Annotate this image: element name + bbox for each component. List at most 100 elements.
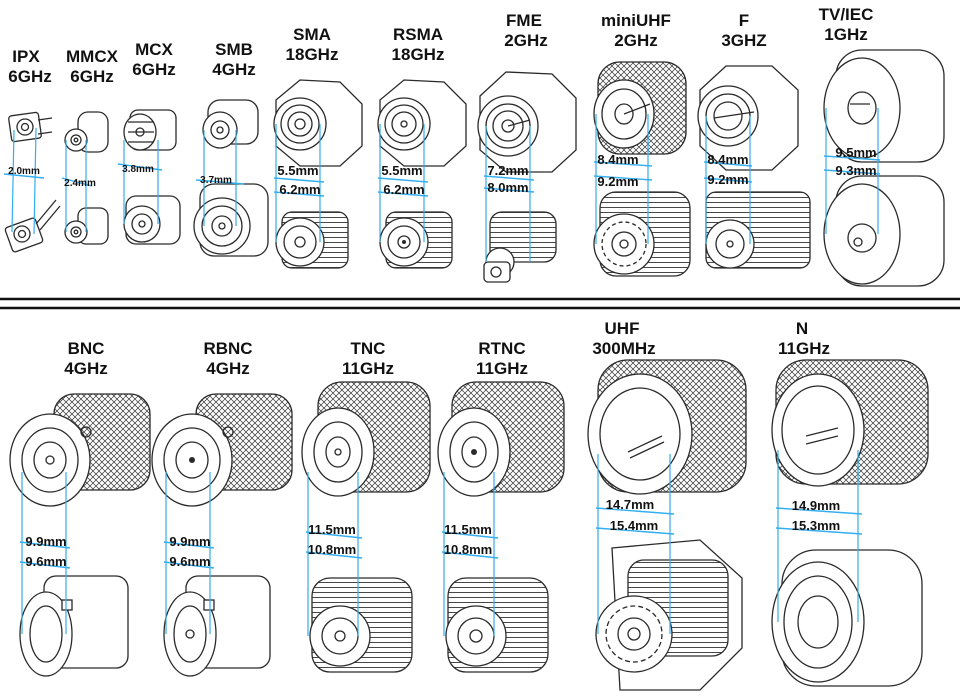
fme-dim-1: 7.2mm [487,163,528,178]
rbnc-jack-drawing [163,575,271,677]
svg-text:2GHz: 2GHz [614,31,657,50]
sma-name: SMA [293,25,331,44]
sma-dim-2: 6.2mm [279,182,320,197]
mcx-name: MCX [135,40,173,59]
connector-bnc: BNC 4GHz 9.9mm 9.6mm [9,339,151,677]
fme-jack-drawing [483,211,557,283]
tnc-freq: 11GHz [342,359,394,378]
svg-text:RTNC: RTNC [478,339,525,358]
fme-dim-2: 8.0mm [487,180,528,195]
svg-text:TV/IEC: TV/IEC [819,5,874,24]
svg-text:300MHz: 300MHz [592,339,655,358]
mcx-jack-drawing [123,195,181,245]
tnc-name: TNC [351,339,386,358]
svg-text:IPX: IPX [12,47,40,66]
svg-text:9.2mm: 9.2mm [707,172,748,187]
connector-fme: FME 2GHz 7.2mm 8.0mm [477,11,577,283]
rsma-freq: 18GHz [392,45,445,64]
svg-text:SMA: SMA [293,25,331,44]
connector-tv-iec: TV/IEC 1GHz 9.5mm 9.3mm [819,5,945,287]
connector-uhf: UHF 300MHz 14.7mm 15.4mm [587,319,747,691]
svg-text:9.2mm: 9.2mm [597,174,638,189]
connector-ipx: IPX 6GHz 2.0mm [3,47,61,253]
rtnc-dim-1: 11.5mm [444,522,492,537]
svg-text:TNC: TNC [351,339,386,358]
svg-text:8.4mm: 8.4mm [597,152,638,167]
tnc-jack-drawing [309,577,413,673]
svg-text:2.0mm: 2.0mm [8,166,40,177]
svg-text:10.8mm: 10.8mm [444,542,492,557]
mcx-freq: 6GHz [132,60,175,79]
svg-text:1GHz: 1GHz [824,25,867,44]
miniuhf-dim-2: 9.2mm [597,174,638,189]
f-freq: 3GHZ [721,31,766,50]
rsma-plug-drawing [377,79,467,167]
svg-text:5.5mm: 5.5mm [277,163,318,178]
svg-text:11.5mm: 11.5mm [308,522,356,537]
sma-freq: 18GHz [286,45,339,64]
rbnc-freq: 4GHz [206,359,249,378]
f-dim-2: 9.2mm [707,172,748,187]
svg-text:8.4mm: 8.4mm [707,152,748,167]
mcx-dim-1: 3.8mm [122,164,154,175]
mmcx-dim-1: 2.4mm [64,178,96,189]
svg-text:10.8mm: 10.8mm [308,542,356,557]
miniuhf-freq: 2GHz [614,31,657,50]
connector-rsma: RSMA 18GHz 5.5mm 6.2mm [377,25,467,269]
svg-text:6.2mm: 6.2mm [383,182,424,197]
bnc-dim-2: 9.6mm [25,554,66,569]
svg-text:MCX: MCX [135,40,173,59]
rtnc-jack-drawing [445,577,549,673]
svg-text:3.8mm: 3.8mm [122,164,154,175]
rtnc-plug-drawing [437,381,565,497]
sma-jack-drawing [275,211,349,269]
tv-iec-freq: 1GHz [824,25,867,44]
fme-freq: 2GHz [504,31,547,50]
rtnc-freq: 11GHz [476,359,528,378]
bnc-plug-drawing [9,393,151,507]
connector-n: N 11GHz 14.9mm 15.3mm [771,319,929,687]
svg-text:9.5mm: 9.5mm [835,145,876,160]
f-name: F [739,11,749,30]
bnc-jack-drawing [19,575,129,677]
svg-text:9.3mm: 9.3mm [835,163,876,178]
svg-text:11GHz: 11GHz [778,339,830,358]
rsma-dim-1: 5.5mm [381,163,422,178]
tv-iec-plug-drawing [823,49,945,163]
svg-text:9.9mm: 9.9mm [169,534,210,549]
connector-f: F 3GHZ 8.4mm 9.2mm [697,11,811,269]
sma-plug-drawing [273,79,363,167]
connector-sma: SMA 18GHz 5.5mm 6.2mm [273,25,363,269]
connector-mcx: MCX 6GHz 3.8mm [117,40,181,245]
f-jack-drawing [705,191,811,269]
rbnc-dim-1: 9.9mm [169,534,210,549]
fme-name: FME [506,11,542,30]
tv-iec-dim-1: 9.5mm [835,145,876,160]
connector-rbnc: RBNC 4GHz 9.9mm 9.6mm [151,339,293,677]
connector-smb: SMB 4GHz 3.7mm [193,40,269,257]
svg-text:2GHz: 2GHz [504,31,547,50]
rbnc-name: RBNC [203,339,252,358]
uhf-dim-1: 14.7mm [606,497,654,512]
svg-text:5.5mm: 5.5mm [381,163,422,178]
svg-text:3.7mm: 3.7mm [200,175,232,186]
connector-tnc: TNC 11GHz 11.5mm 10.8mm [301,339,431,673]
fme-plug-drawing [477,71,577,173]
rsma-name: RSMA [393,25,443,44]
smb-plug-drawing [202,99,259,149]
smb-freq: 4GHz [212,60,255,79]
ipx-name: IPX [12,47,40,66]
svg-text:F: F [739,11,749,30]
svg-text:6GHz: 6GHz [70,67,113,86]
f-dim-1: 8.4mm [707,152,748,167]
svg-text:BNC: BNC [68,339,105,358]
tnc-plug-drawing [301,381,431,497]
uhf-dim-2: 15.4mm [610,518,658,533]
rsma-jack-drawing [379,211,453,269]
svg-text:SMB: SMB [215,40,253,59]
ipx-plug-drawing [8,111,53,143]
svg-text:9.6mm: 9.6mm [169,554,210,569]
svg-text:18GHz: 18GHz [286,45,339,64]
svg-text:15.4mm: 15.4mm [610,518,658,533]
